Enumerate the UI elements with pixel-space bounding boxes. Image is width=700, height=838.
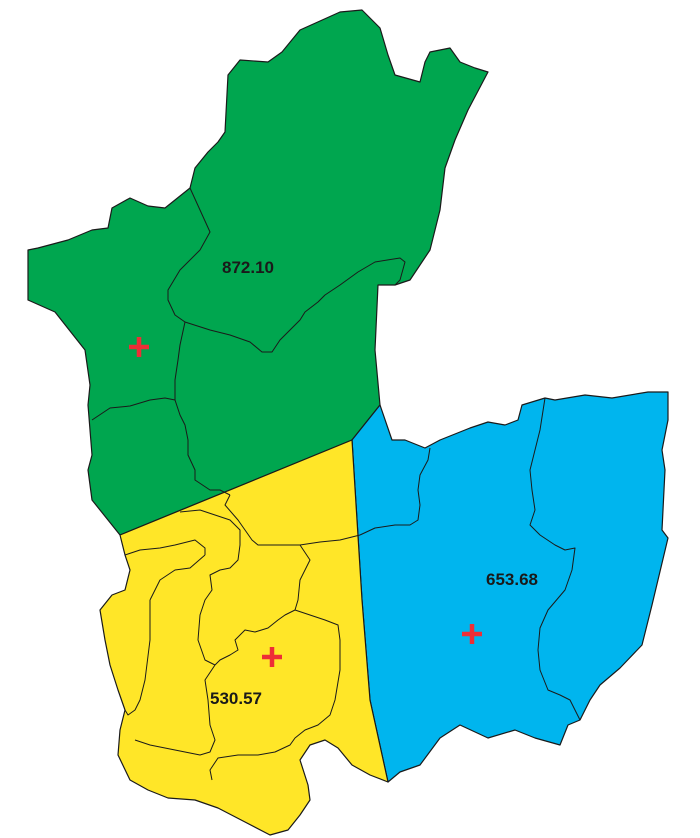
region-green[interactable] — [27, 9, 489, 536]
map-markers — [129, 337, 482, 667]
region-blue[interactable] — [351, 391, 669, 783]
region-yellow-shape[interactable] — [99, 439, 389, 836]
value-labels: 872.10 653.68 530.57 — [210, 258, 538, 708]
cross-marker-icon — [262, 647, 282, 667]
region-value-label-yellow: 530.57 — [210, 689, 262, 708]
cross-marker-icon — [462, 624, 482, 644]
region-green-shape[interactable] — [27, 9, 489, 536]
region-value-label-green: 872.10 — [222, 258, 274, 277]
region-value-label-blue: 653.68 — [486, 570, 538, 589]
region-yellow[interactable] — [99, 439, 389, 836]
region-blue-shape[interactable] — [351, 391, 669, 783]
district-borders — [91, 187, 581, 781]
cross-marker-icon — [129, 337, 149, 357]
